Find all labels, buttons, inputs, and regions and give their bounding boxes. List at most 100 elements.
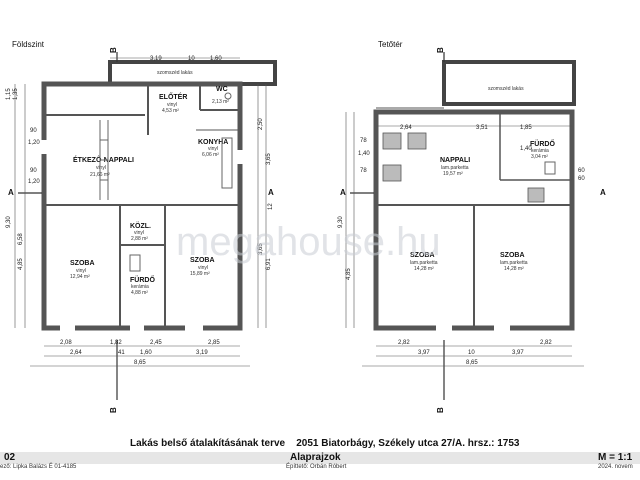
skylight-icon-3	[382, 164, 402, 182]
dim-g-left-4: 1,20	[28, 140, 40, 146]
neighbor-strip-left: szomszéd lakás	[108, 60, 277, 86]
footer-designer: ező: Lipka Balázs É 01-4185	[0, 464, 77, 470]
room-szoba-3-floor: lam.parketta	[410, 260, 438, 266]
section-b-right-2: B	[436, 407, 445, 413]
room-szoba-3: SZOBA lam.parketta 14,28 m²	[410, 252, 438, 272]
dim-a-left-0: 4,85	[346, 268, 352, 280]
dim-g-top-2: 1,60	[210, 56, 222, 62]
dim-a-right-1: 60	[578, 176, 585, 182]
dim-a-b2-2: 3,97	[512, 350, 524, 356]
room-szoba-1: SZOBA vinyl 12,94 m²	[70, 260, 95, 280]
skylight-icon-2	[407, 132, 427, 150]
ground-doors	[41, 140, 245, 333]
room-eloter: ELŐTÉR vinyl 4,53 m²	[159, 92, 187, 114]
dim-g-top-1: 10	[188, 56, 195, 62]
section-a-right-1: A	[340, 188, 346, 197]
section-a-left-1: A	[8, 188, 14, 197]
dim-g-b2-0: 2,64	[70, 350, 82, 356]
room-furdo-1-area: 4,88 m²	[131, 290, 148, 296]
room-furdo-2-floor: kerámia	[531, 148, 549, 154]
section-b-left-2: B	[109, 407, 118, 413]
dim-g-top-0: 3,19	[150, 56, 162, 62]
dim-a-left-3: 78	[360, 138, 367, 144]
footer-plan-name: Alaprajzok	[290, 452, 341, 463]
attic-walls	[373, 107, 575, 331]
room-szoba-2-area: 15,89 m²	[190, 271, 210, 277]
dim-g-right-0: 2,50	[258, 118, 264, 130]
room-szoba-1-floor: vinyl	[76, 268, 86, 274]
attic-doors	[436, 324, 510, 333]
attic-title: Tetőtér	[378, 40, 403, 49]
room-eloter-name: ELŐTÉR	[159, 92, 187, 101]
room-konyha: KONYHA vinyl 6,06 m²	[198, 139, 228, 158]
dim-a-top-1: 3,51	[476, 125, 488, 131]
room-szoba-4-floor: lam.parketta	[500, 260, 528, 266]
dim-a-right-0: 60	[578, 168, 585, 174]
room-szoba-2-name: SZOBA	[190, 257, 215, 264]
dim-a-top-0: 2,64	[400, 125, 412, 131]
section-a-right-2: A	[600, 188, 606, 197]
attic-dimension-lines	[345, 112, 584, 367]
room-szoba-1-area: 12,94 m²	[70, 274, 90, 280]
dim-a-b2-1: 10	[468, 350, 475, 356]
dim-a-right-2: 1,40	[520, 146, 532, 152]
footer-title: Lakás belső átalakításának terve 2051 Bi…	[130, 438, 519, 449]
footer-address: 2051 Biatorbágy, Székely utca 27/A. hrsz…	[296, 438, 520, 449]
footer-scale: M = 1:1	[598, 452, 633, 463]
dim-g-right-2: 6,91	[266, 258, 272, 270]
room-etkezo: ÉTKEZŐ-NAPPALI vinyl 21,66 m²	[73, 155, 134, 178]
stair-icon	[99, 120, 109, 200]
section-b-right-1: B	[436, 47, 445, 53]
dim-g-b1-1: 1,82	[110, 340, 122, 346]
footer-sheet: 02	[4, 452, 16, 463]
room-szoba-3-name: SZOBA	[410, 252, 435, 259]
dim-g-left-5: 90	[30, 168, 37, 174]
dim-a-top-2: 1,85	[520, 125, 532, 131]
dim-a-left-1: 9,30	[338, 216, 344, 228]
room-eloter-area: 4,53 m²	[162, 108, 179, 114]
skylight-icon-4	[527, 187, 545, 203]
room-nappali: NAPPALI lam.parketta 19,57 m²	[440, 157, 470, 177]
dim-g-b1-2: 2,45	[150, 340, 162, 346]
room-kozl: KÖZL. vinyl 2,88 m²	[130, 221, 151, 242]
footer-date: 2024. novem	[598, 464, 633, 470]
dim-a-left-2: 1,40	[358, 151, 370, 157]
section-a-left-2: A	[268, 188, 274, 197]
dim-g-b2-1: 41	[118, 350, 125, 356]
room-etkezo-floor: vinyl	[96, 165, 106, 171]
room-konyha-floor: vinyl	[208, 146, 218, 152]
kitchen-counter-icon	[221, 137, 233, 189]
room-wc: WC 2,13 m²	[212, 86, 229, 105]
room-wc-name: WC	[216, 86, 228, 93]
dim-g-left-6: 1,20	[28, 179, 40, 185]
room-szoba-2-floor: vinyl	[198, 265, 208, 271]
dim-g-left-8: 6,58	[18, 233, 24, 245]
room-konyha-name: KONYHA	[198, 139, 228, 146]
section-b-left-1: B	[109, 47, 118, 53]
room-wc-area: 2,13 m²	[212, 99, 229, 105]
room-furdo-2-name: FÜRDŐ	[530, 139, 555, 148]
neighbor-label-right: szomszéd lakás	[488, 86, 524, 92]
room-szoba-4: SZOBA lam.parketta 14,28 m²	[500, 252, 528, 272]
dim-g-b1-3: 2,85	[208, 340, 220, 346]
footer-builder: Építtető: Orbán Róbert	[286, 464, 347, 470]
room-furdo-2: FÜRDŐ kerámia 3,04 m²	[530, 139, 555, 160]
room-furdo-2-area: 3,04 m²	[531, 154, 548, 160]
room-kozl-area: 2,88 m²	[131, 236, 148, 242]
room-kozl-name: KÖZL.	[130, 221, 151, 230]
neighbor-label-left: szomszéd lakás	[157, 70, 193, 76]
dim-g-left-0: 1,35	[13, 88, 19, 100]
room-furdo-1-floor: kerámia	[131, 284, 149, 290]
footer-title-text: Lakás belső átalakításának terve	[130, 438, 286, 449]
dim-a-b1-1: 2,82	[540, 340, 552, 346]
toilet-icon	[224, 92, 232, 100]
room-szoba-4-area: 14,28 m²	[504, 266, 524, 272]
room-szoba-3-area: 14,28 m²	[414, 266, 434, 272]
room-nappali-area: 19,57 m²	[443, 171, 463, 177]
dim-g-b2-2: 1,60	[140, 350, 152, 356]
room-eloter-floor: vinyl	[167, 102, 177, 108]
dim-g-right-4: 12	[268, 203, 274, 210]
dim-g-right-1: 3,65	[266, 153, 272, 165]
bathtub-icon	[129, 254, 141, 272]
